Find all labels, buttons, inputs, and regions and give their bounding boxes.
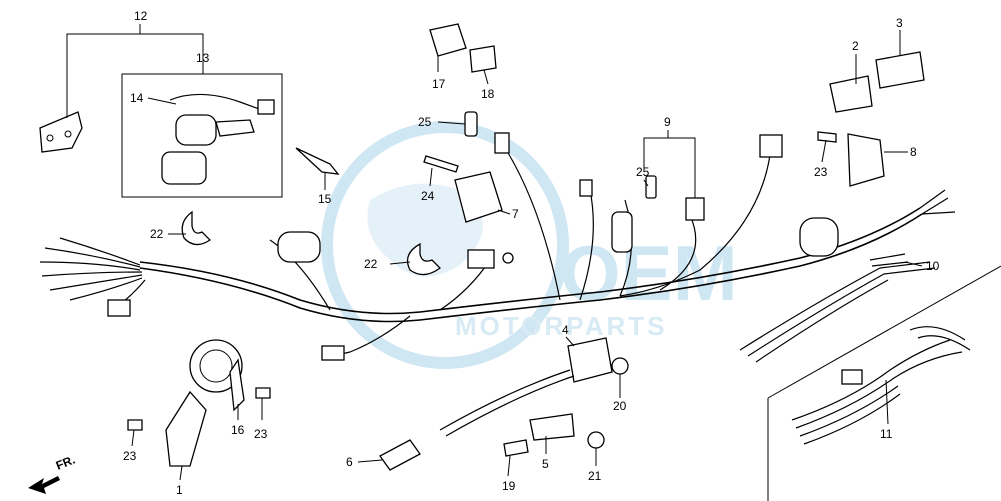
kit-box xyxy=(121,73,283,198)
callout-16: 16 xyxy=(231,423,245,437)
callout-4: 4 xyxy=(562,323,569,337)
callout-12: 12 xyxy=(134,9,148,23)
ring-terminal xyxy=(502,252,514,264)
connector-bottom xyxy=(321,345,345,361)
bolt-19 xyxy=(503,439,529,457)
callout-5: 5 xyxy=(542,457,549,471)
callout-6: 6 xyxy=(346,455,353,469)
callout-15: 15 xyxy=(318,192,332,206)
key-14 xyxy=(215,119,255,137)
callout-22-left: 22 xyxy=(150,227,164,241)
regulator-7 xyxy=(454,171,503,223)
terminal-mid xyxy=(579,179,593,197)
arrow-icon xyxy=(28,476,60,494)
fuse-box-18 xyxy=(469,45,497,73)
divider-line xyxy=(767,265,1001,399)
callout-18: 18 xyxy=(481,87,495,101)
watermark-ring xyxy=(321,121,569,369)
callout-14: 14 xyxy=(130,91,144,105)
connector-11 xyxy=(841,369,863,385)
bolt-23-left xyxy=(127,419,143,431)
fuse-case-2 xyxy=(829,75,873,113)
connector-top-right xyxy=(759,134,783,158)
plug-cap-6 xyxy=(379,439,421,471)
band-22-center xyxy=(406,242,441,276)
callout-3: 3 xyxy=(896,16,903,30)
coil-right xyxy=(799,217,839,257)
connector-left xyxy=(107,299,131,317)
watermark: OEM MOTORPARTS xyxy=(321,121,738,369)
ignition-switch-kit xyxy=(39,73,283,198)
callout-17: 17 xyxy=(432,77,446,91)
callout-2: 2 xyxy=(852,39,859,53)
callout-9: 9 xyxy=(664,115,671,129)
callout-1: 1 xyxy=(176,483,183,497)
connector-center xyxy=(467,249,495,269)
bolt-23-top xyxy=(817,131,837,143)
sub-harness-10 xyxy=(739,261,931,351)
fuse-25-top xyxy=(464,111,478,137)
callout-23-left: 23 xyxy=(123,449,137,463)
fuse-holder xyxy=(611,211,633,253)
nut-21 xyxy=(587,431,605,449)
sub-harness-11 xyxy=(791,339,951,421)
ignition-switch-body xyxy=(175,114,217,146)
horn-16 xyxy=(189,339,243,393)
watermark-brand: OEM xyxy=(560,229,738,317)
callout-25-right: 25 xyxy=(636,165,650,179)
bracket-8 xyxy=(847,133,885,187)
relay-17 xyxy=(429,23,467,57)
fuse-25-right xyxy=(645,175,657,199)
stay-5 xyxy=(529,413,575,441)
callout-22-center: 22 xyxy=(364,257,378,271)
bolt-24 xyxy=(423,155,459,173)
callout-23-center: 23 xyxy=(254,427,268,441)
band-22-left xyxy=(181,210,212,246)
callout-24: 24 xyxy=(421,189,435,203)
bracket-1 xyxy=(165,390,207,467)
callout-23-top: 23 xyxy=(814,165,828,179)
callout-20: 20 xyxy=(613,399,627,413)
coil-left xyxy=(277,231,321,263)
callout-10: 10 xyxy=(926,259,940,273)
main-wire-harness xyxy=(39,132,956,361)
neutral-switch-4 xyxy=(567,337,613,383)
bolt-23-center xyxy=(255,387,271,399)
leader-lines xyxy=(66,24,923,481)
callout-7: 7 xyxy=(512,207,519,221)
callout-25-left: 25 xyxy=(418,115,432,129)
seat-lock xyxy=(161,151,207,185)
callout-11: 11 xyxy=(880,427,893,441)
callout-21: 21 xyxy=(588,469,602,483)
connector-9 xyxy=(685,197,705,221)
switch-bracket-12 xyxy=(39,111,83,153)
watermark-subtitle: MOTORPARTS xyxy=(455,311,667,341)
nut-20 xyxy=(611,357,629,375)
horn-bracket xyxy=(229,358,245,412)
fr-label: FR. xyxy=(54,453,77,473)
terminal-top xyxy=(494,132,510,154)
cover-3 xyxy=(875,51,925,89)
callout-labels: 12 13 14 15 22 17 18 25 24 7 22 9 25 2 3… xyxy=(123,9,940,497)
callout-8: 8 xyxy=(910,145,917,159)
watermark-globe xyxy=(367,183,483,277)
callout-19: 19 xyxy=(502,479,516,493)
callout-13: 13 xyxy=(196,51,210,65)
switch-connector xyxy=(257,99,275,115)
front-direction-arrow: FR. xyxy=(28,453,77,494)
key-blank-15 xyxy=(295,147,340,175)
